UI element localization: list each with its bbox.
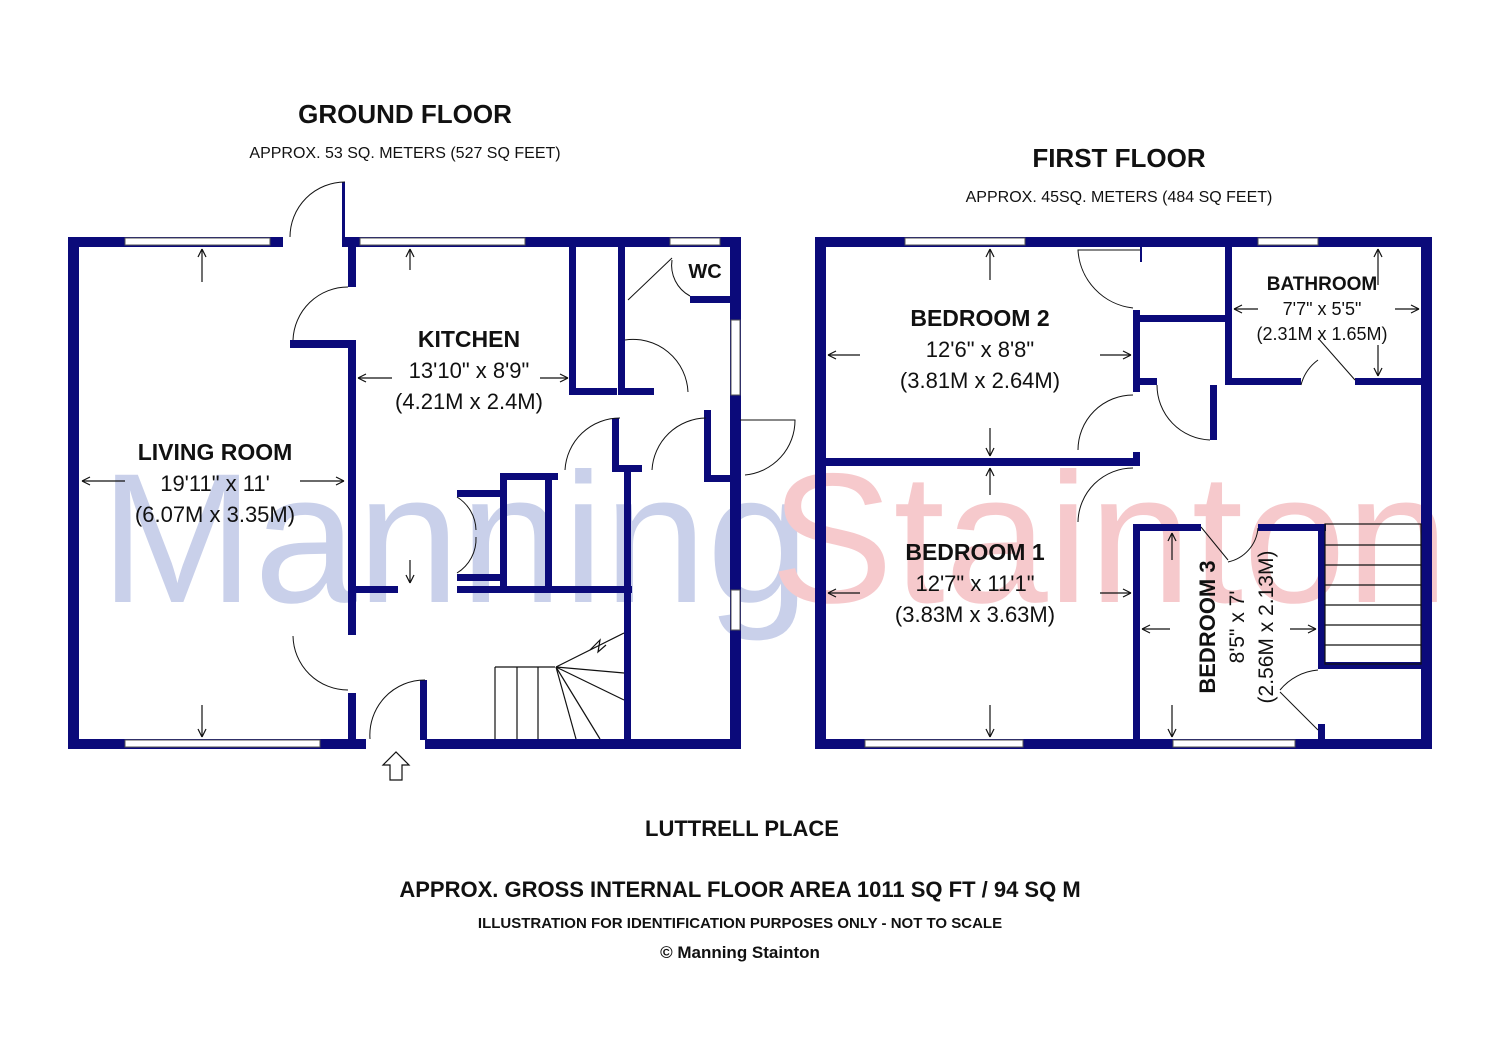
bedroom-3-labels: BEDROOM 3 8'5" x 7' (2.56M x 2.13M) bbox=[1195, 551, 1278, 704]
bedroom-3-label: BEDROOM 3 bbox=[1195, 560, 1220, 693]
gross-area: APPROX. GROSS INTERNAL FLOOR AREA 1011 S… bbox=[399, 877, 1080, 902]
kitchen-imperial: 13'10" x 8'9" bbox=[409, 358, 530, 383]
bathroom-imperial: 7'7" x 5'5" bbox=[1283, 299, 1362, 319]
first-floor-title: FIRST FLOOR bbox=[1032, 143, 1206, 173]
disclaimer: ILLUSTRATION FOR IDENTIFICATION PURPOSES… bbox=[478, 915, 1002, 932]
ground-floor-area: APPROX. 53 SQ. METERS (527 SQ FEET) bbox=[249, 145, 560, 162]
first-floor-area: APPROX. 45SQ. METERS (484 SQ FEET) bbox=[966, 189, 1273, 206]
entrance-arrow-icon bbox=[381, 751, 411, 781]
bathroom-metric: (2.31M x 1.65M) bbox=[1256, 324, 1387, 344]
bedroom-1-label: BEDROOM 1 bbox=[905, 539, 1045, 565]
address: LUTTRELL PLACE bbox=[645, 816, 839, 841]
watermark-manning: Manning bbox=[100, 436, 810, 642]
wc-label: WC bbox=[688, 261, 721, 283]
living-room-metric: (6.07M x 3.35M) bbox=[135, 502, 295, 527]
bedroom-1-metric: (3.83M x 3.63M) bbox=[895, 602, 1055, 627]
bedroom-2-label: BEDROOM 2 bbox=[910, 305, 1049, 331]
bedroom-3-imperial: 8'5" x 7' bbox=[1226, 591, 1249, 664]
bedroom-3-metric: (2.56M x 2.13M) bbox=[1255, 551, 1278, 704]
copyright: © Manning Stainton bbox=[660, 943, 820, 962]
bedroom-1-imperial: 12'7" x 11'1" bbox=[915, 571, 1034, 596]
living-room-label: LIVING ROOM bbox=[138, 439, 293, 465]
watermark: Manning Stainton bbox=[100, 436, 1449, 642]
first-floor-plan bbox=[815, 237, 1432, 749]
bathroom-label: BATHROOM bbox=[1267, 274, 1377, 295]
bedroom-2-imperial: 12'6" x 8'8" bbox=[926, 337, 1034, 362]
kitchen-metric: (4.21M x 2.4M) bbox=[395, 389, 543, 414]
ground-floor-title: GROUND FLOOR bbox=[298, 99, 512, 129]
watermark-stainton: Stainton bbox=[770, 436, 1449, 642]
ground-floor-plan bbox=[68, 181, 796, 781]
kitchen-label: KITCHEN bbox=[418, 326, 520, 352]
bedroom-2-metric: (3.81M x 2.64M) bbox=[900, 368, 1060, 393]
living-room-imperial: 19'11" x 11' bbox=[160, 471, 270, 496]
